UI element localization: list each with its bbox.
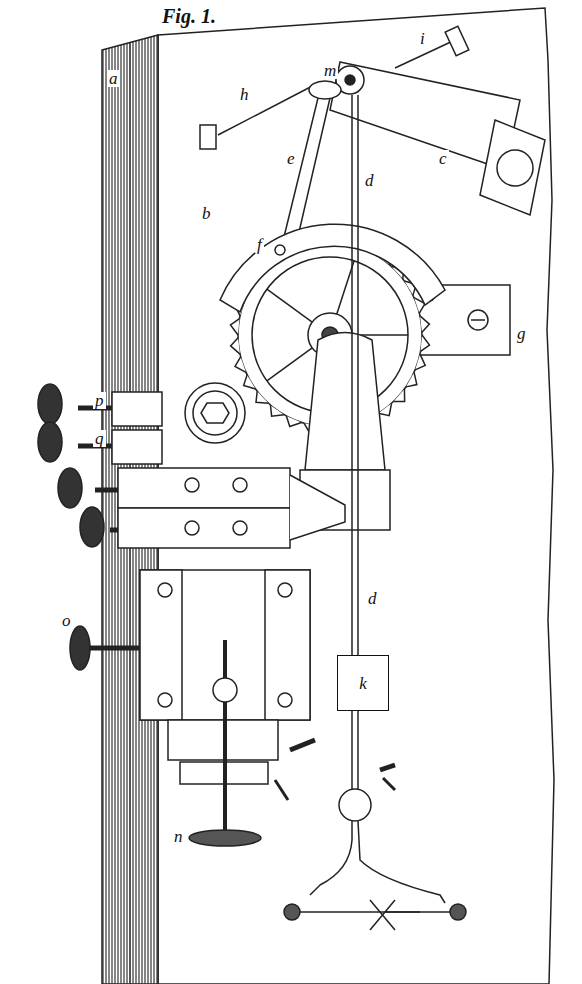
wheel-spoke xyxy=(267,289,312,322)
part-letter: d xyxy=(366,590,379,607)
counterweight-h xyxy=(200,82,320,149)
wheel-tooth xyxy=(394,389,405,401)
wheel-tooth xyxy=(406,372,417,386)
part-letter: c xyxy=(437,150,449,167)
wheel-tooth xyxy=(256,391,268,403)
part-letter: g xyxy=(515,325,528,342)
figure-title: Fig. 1. xyxy=(160,6,218,26)
central-post xyxy=(305,333,385,471)
screw-f xyxy=(275,245,285,255)
wheel-spoke xyxy=(267,348,312,381)
part-letter: o xyxy=(60,612,73,629)
wheel-tooth xyxy=(235,357,246,373)
part-letter: h xyxy=(238,86,251,103)
wheel-tooth xyxy=(378,403,391,415)
top-arm xyxy=(330,62,545,215)
arm-e xyxy=(282,98,330,245)
weight-box: k xyxy=(337,655,389,711)
part-letter: b xyxy=(200,205,213,222)
pendulum-rod xyxy=(284,95,466,930)
slide-block xyxy=(140,570,395,846)
wheel-tooth xyxy=(420,316,429,332)
counterweight-i xyxy=(395,26,469,68)
thumbscrew-o xyxy=(70,626,140,670)
part-letter: a xyxy=(107,70,120,87)
clamp-blocks xyxy=(118,468,345,548)
part-letter: m xyxy=(322,62,338,79)
wheel-tooth xyxy=(415,354,425,370)
knob xyxy=(185,383,245,443)
part-letter: e xyxy=(285,150,297,167)
part-letter: f xyxy=(255,236,264,253)
wheel-tooth xyxy=(230,319,239,335)
part-letter: n xyxy=(172,828,185,845)
wheel-tooth xyxy=(270,405,284,416)
anchor-arc xyxy=(220,224,445,312)
wheel-tooth xyxy=(231,338,240,354)
wheel-tooth xyxy=(421,335,430,351)
part-letter: i xyxy=(418,30,427,47)
wheel-tooth xyxy=(286,416,301,427)
wheel-tooth xyxy=(244,375,256,389)
part-letter: k xyxy=(359,675,367,692)
pivot-m xyxy=(309,81,341,99)
part-letter: d xyxy=(363,172,376,189)
part-letter: p xyxy=(93,392,106,409)
part-letter: q xyxy=(93,430,106,447)
